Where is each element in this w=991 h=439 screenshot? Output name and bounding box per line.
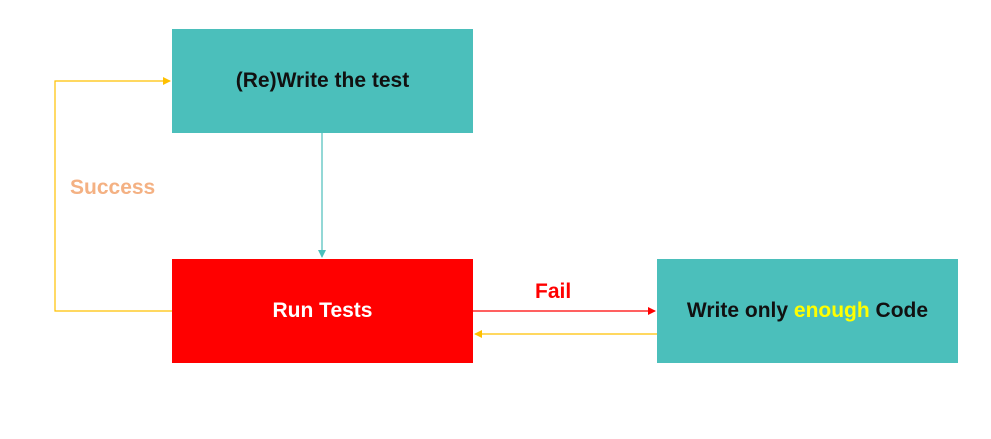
edge-label-fail: Fail [535,280,572,303]
node-rewrite-test-label: (Re)Write the test [235,69,410,92]
node-run-tests-label: Run Tests [272,299,373,322]
node-write-code-suffix: Code [869,299,929,322]
node-write-code-prefix: Write only [686,299,794,322]
node-write-code-label: Write only enough Code [687,299,928,323]
node-write-code: Write only enough Code [657,259,958,363]
node-write-code-highlight: enough [793,299,870,322]
arrow-success-loop [54,77,172,312]
edge-label-success: Success [70,176,156,199]
node-rewrite-test: (Re)Write the test [172,29,473,133]
node-run-tests: Run Tests [172,259,473,363]
